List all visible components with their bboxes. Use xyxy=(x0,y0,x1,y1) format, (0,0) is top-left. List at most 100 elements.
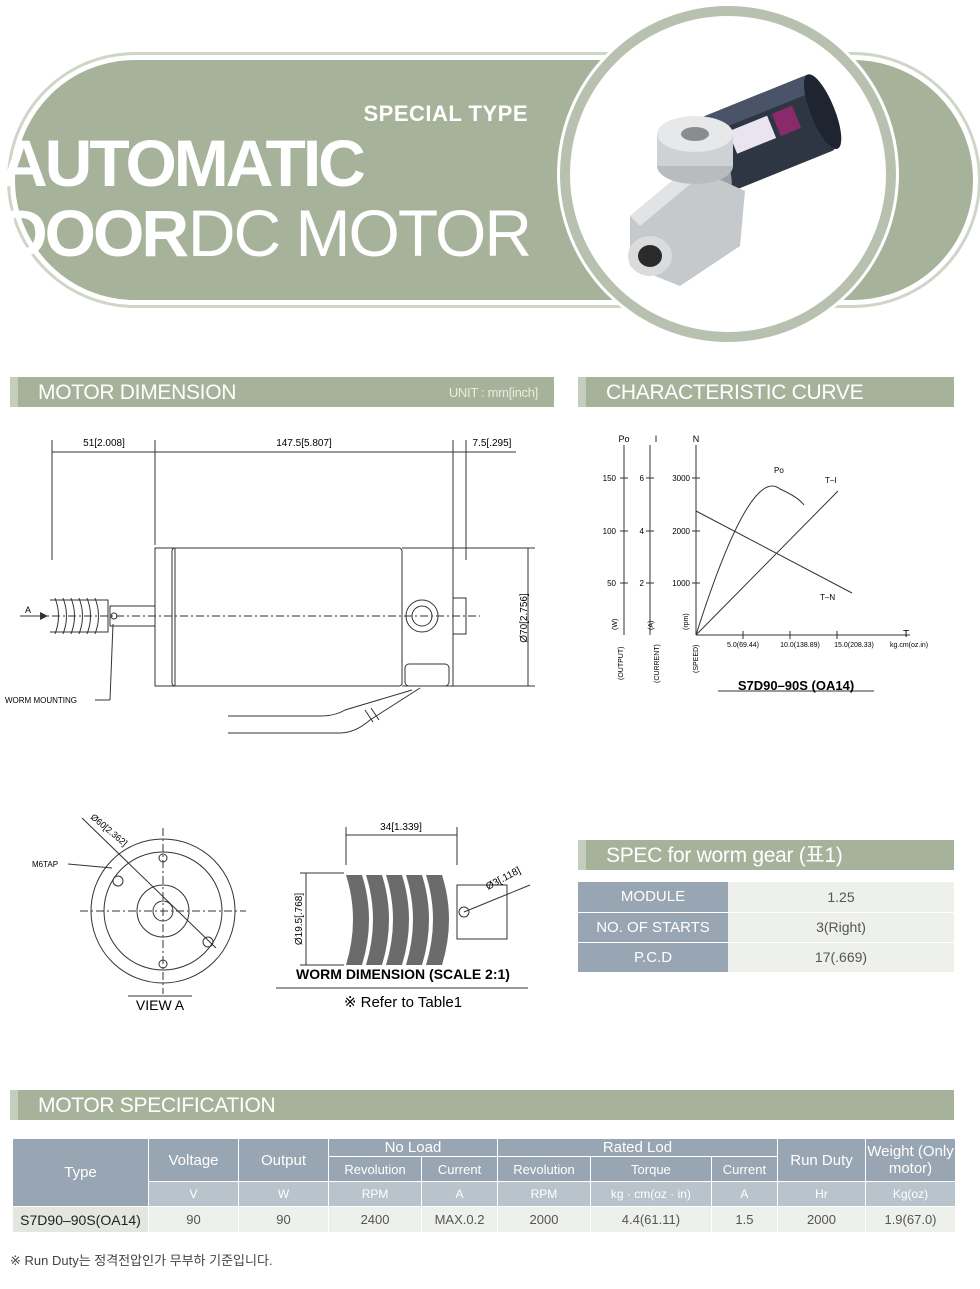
curve-ti-label: T–I xyxy=(825,476,837,485)
unit-torque: kg · cm(oz · in) xyxy=(590,1181,712,1207)
worm-caption: WORM DIMENSION (SCALE 2:1) xyxy=(296,966,510,982)
section-motor-spec: MOTOR SPECIFICATION xyxy=(10,1090,954,1120)
n-tick: 2000 xyxy=(672,527,690,536)
spec-value: 1.25 xyxy=(728,882,954,913)
header-rated-revolution: Revolution xyxy=(496,1156,592,1182)
worm-length: 34[1.339] xyxy=(380,822,422,833)
spec-key: NO. OF STARTS xyxy=(578,912,728,943)
unit-output: W xyxy=(238,1181,329,1207)
cell-rated-torque: 4.4(61.11) xyxy=(590,1206,712,1233)
cell-type: S7D90–90S(OA14) xyxy=(12,1206,149,1233)
table-row: S7D90–90S(OA14) 90 90 2400 MAX.0.2 2000 … xyxy=(12,1206,956,1233)
table-header-row: Type Voltage Output No Load Rated Lod Ru… xyxy=(12,1138,956,1207)
spec-key: P.C.D xyxy=(578,942,728,973)
header-no-load: No Load xyxy=(328,1138,498,1157)
section-characteristic-curve: CHARACTERISTIC CURVE xyxy=(578,377,954,407)
banner-title-line2: DC MOTOR xyxy=(187,196,532,270)
spec-value: 3(Right) xyxy=(728,912,954,943)
header-run-duty: Run Duty xyxy=(777,1138,866,1182)
header-type: Type xyxy=(12,1138,149,1207)
cell-no-load-current: MAX.0.2 xyxy=(421,1206,498,1233)
header-torque: Torque xyxy=(590,1156,712,1182)
unit-a: A xyxy=(421,1181,498,1207)
table-row: MODULE 1.25 xyxy=(578,882,954,913)
axis-n-label: N xyxy=(693,434,700,444)
worm-hole-diameter: Ø3[.118] xyxy=(484,865,523,892)
motor-photo-illustration xyxy=(628,74,842,286)
view-a-caption: VIEW A xyxy=(136,997,185,1013)
section-title: SPEC for worm gear (표1) xyxy=(606,844,843,867)
motor-spec-table: Type Voltage Output No Load Rated Lod Ru… xyxy=(12,1138,956,1233)
unit-rpm: (rpm) xyxy=(683,613,690,630)
unit-voltage: V xyxy=(148,1181,239,1207)
header-output: Output xyxy=(238,1138,329,1182)
i-tick: 4 xyxy=(640,527,645,536)
dim-body-length: 147.5[5.807] xyxy=(276,438,332,449)
curve-po-label: Po xyxy=(774,466,784,475)
run-duty-note: ※ Run Duty는 정격전압인가 무부하 기준입니다. xyxy=(10,1253,273,1268)
curve-model-caption: S7D90–90S (OA14) xyxy=(738,678,854,693)
header-current: Current xyxy=(421,1156,498,1182)
header-rated: Rated Lod xyxy=(496,1138,779,1157)
product-photo xyxy=(560,6,896,342)
arrow-a-label: A xyxy=(25,605,31,615)
i-tick: 2 xyxy=(640,579,645,588)
header-rated-current: Current xyxy=(710,1156,779,1182)
po-tick: 100 xyxy=(603,527,617,536)
header-weight: Weight (Only motor) xyxy=(865,1138,956,1182)
table-unit-row: V W RPM A RPM kg · cm(oz · in) A Hr Kg(o… xyxy=(13,1181,956,1207)
dim-diameter: Ø70[2.756] xyxy=(519,593,530,643)
cell-rated-revolution: 2000 xyxy=(496,1206,592,1233)
dim-end-length: 7.5[.295] xyxy=(473,438,512,449)
label-output: (OUTPUT) xyxy=(618,647,625,680)
unit-kg: Kg(oz) xyxy=(865,1181,956,1207)
spec-value: 17(.669) xyxy=(728,942,954,973)
characteristic-curve-chart: Po I N T 150 100 50 6 4 2 3000 2000 1000… xyxy=(603,434,928,693)
axis-po-label: Po xyxy=(618,434,629,444)
n-tick: 3000 xyxy=(672,474,690,483)
motor-dimension-drawing: 51[2.008] 147.5[5.807] 7.5[.295] Ø70[2.7… xyxy=(5,438,535,734)
label-current: (CURRENT) xyxy=(654,644,661,683)
section-motor-dimension: MOTOR DIMENSION UNIT : mm[inch] xyxy=(10,377,554,407)
worm-mounting-label: WORM MOUNTING xyxy=(5,696,77,705)
cell-voltage: 90 xyxy=(148,1206,239,1233)
header-voltage: Voltage xyxy=(148,1138,239,1182)
t-tick: 10.0(138.89) xyxy=(780,642,820,649)
i-tick: 6 xyxy=(640,474,645,483)
po-tick: 150 xyxy=(603,474,617,483)
section-title: CHARACTERISTIC CURVE xyxy=(606,381,864,404)
unit-label: UNIT : mm[inch] xyxy=(448,385,538,400)
unit-a: A xyxy=(710,1181,779,1207)
section-title: MOTOR SPECIFICATION xyxy=(38,1094,276,1117)
unit-a: (A) xyxy=(648,621,655,630)
unit-w: (W) xyxy=(612,619,619,630)
banner-subtitle: SPECIAL TYPE xyxy=(363,101,528,126)
axis-t-label: T xyxy=(903,629,909,640)
cell-run-duty: 2000 xyxy=(777,1206,866,1233)
section-title: MOTOR DIMENSION xyxy=(38,381,237,404)
header-revolution: Revolution xyxy=(327,1156,423,1182)
label-speed: (SPEED) xyxy=(693,645,700,673)
cell-weight: 1.9(67.0) xyxy=(865,1206,956,1233)
view-a-drawing: Ø60[2.362] M6TAP VIEW A xyxy=(32,812,246,1013)
dim-worm-length: 51[2.008] xyxy=(83,438,125,449)
curve-tn-label: T–N xyxy=(820,593,835,602)
table-row: NO. OF STARTS 3(Right) xyxy=(578,912,954,943)
unit-hr: Hr xyxy=(777,1181,866,1207)
spec-key: MODULE xyxy=(578,882,728,913)
cell-output: 90 xyxy=(238,1206,329,1233)
cell-no-load-revolution: 2400 xyxy=(327,1206,423,1233)
worm-spec-table: MODULE 1.25 NO. OF STARTS 3(Right) P.C.D… xyxy=(578,882,954,973)
m6tap-label: M6TAP xyxy=(32,860,58,869)
po-tick: 50 xyxy=(607,579,616,588)
cell-rated-current: 1.5 xyxy=(710,1206,779,1233)
unit-rpm: RPM xyxy=(327,1181,423,1207)
t-tick: 15.0(208.33) xyxy=(834,642,874,649)
banner-title: AUTOMATIC DOOR xyxy=(0,126,366,270)
worm-dimension-drawing: 34[1.339] Ø19.5[.768] Ø3[.118] WORM DIME… xyxy=(276,822,531,1011)
section-spec-worm: SPEC for worm gear (표1) xyxy=(578,840,954,870)
axis-i-label: I xyxy=(655,434,658,444)
refer-note: ※ Refer to Table1 xyxy=(344,994,462,1011)
unit-rpm: RPM xyxy=(496,1181,592,1207)
t-tick: 5.0(69.44) xyxy=(727,642,759,649)
